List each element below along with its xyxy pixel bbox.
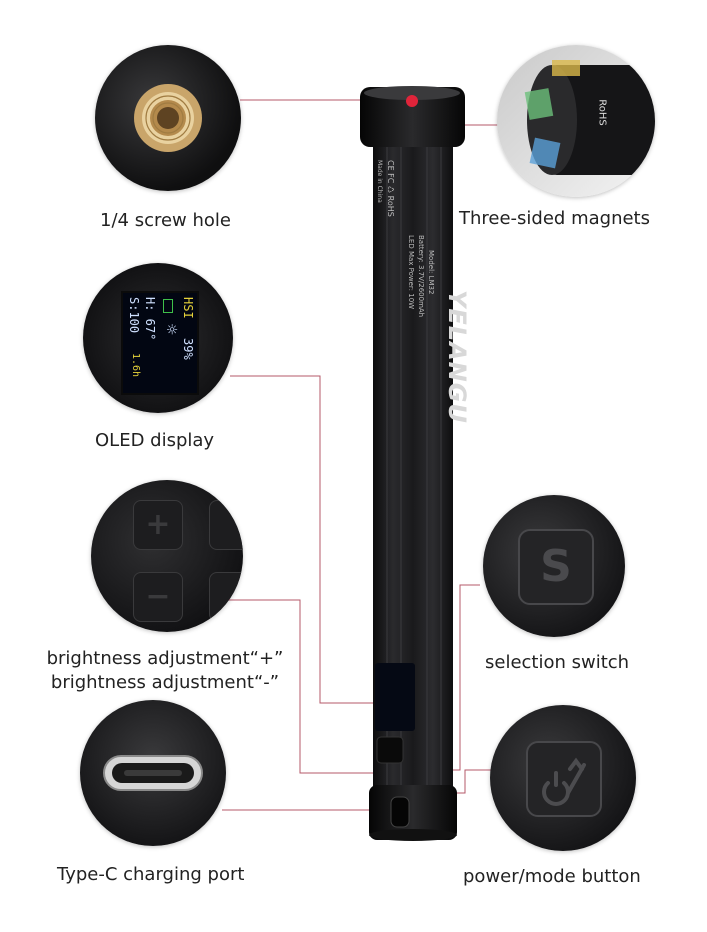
adjacent-button <box>209 500 243 550</box>
magnets-label: Three-sided magnets <box>459 208 650 229</box>
oled-screen: HSI 39% ☼ H: 67° S:100 1.6h <box>121 291 199 395</box>
plus-icon: + <box>145 507 171 542</box>
typec-label: Type-C charging port <box>57 864 245 885</box>
oled-hue: H: 67° <box>143 297 157 341</box>
magnet-icon <box>524 60 655 175</box>
brightness-plus-label: brightness adjustment“+” <box>46 648 284 669</box>
oled-brightness: 39% <box>181 338 195 360</box>
battery-icon <box>163 299 173 313</box>
body-text: YELANGU Model: LM32 Battery: 3.7V/2600mA… <box>350 140 475 450</box>
selection-glyph: S <box>540 541 572 592</box>
power-mode-label: power/mode button <box>463 866 641 887</box>
oled-zoom: HSI 39% ☼ H: 67° S:100 1.6h <box>83 263 233 413</box>
minus-icon: − <box>145 579 171 614</box>
oled-saturation: S:100 <box>127 297 141 334</box>
model-line: Model: LM32 <box>427 250 435 295</box>
oled-label: OLED display <box>95 430 215 451</box>
oled-runtime: 1.6h <box>130 353 141 378</box>
magnets-zoom: RoHS <box>497 45 655 197</box>
oled-mode: HSI <box>181 297 195 319</box>
typec-zoom <box>80 700 226 846</box>
battery-line: Battery: 3.7V/2600mAh <box>417 235 425 318</box>
usb-c-icon <box>103 755 203 791</box>
selection-label: selection switch <box>485 652 630 673</box>
power-line: LED Max Power: 10W <box>407 235 415 310</box>
cert-line: CE FC ♺ RoHS <box>386 160 395 217</box>
brand-logo: YELANGU <box>443 290 471 424</box>
light-wand <box>360 86 465 841</box>
brightness-minus-label: brightness adjustment“-” <box>50 672 280 693</box>
brightness-plus-button[interactable]: + <box>133 500 183 550</box>
brightness-minus-button[interactable]: − <box>133 572 183 622</box>
made-in-line: Made in China <box>376 160 383 203</box>
power-mode-zoom <box>490 705 636 851</box>
brightness-buttons-zoom: + − <box>91 480 243 632</box>
selection-switch-zoom: S <box>483 495 625 637</box>
sun-icon: ☼ <box>163 323 179 336</box>
screw-hole-zoom <box>95 45 241 191</box>
magnet-cert-mark: RoHS <box>596 99 608 126</box>
power-mode-button[interactable] <box>526 741 602 817</box>
screw-hole-icon <box>134 84 202 152</box>
screw-hole-label: 1/4 screw hole <box>100 210 231 231</box>
power-icon <box>542 757 586 806</box>
selection-button[interactable]: S <box>518 529 594 605</box>
adjacent-button <box>209 572 243 622</box>
